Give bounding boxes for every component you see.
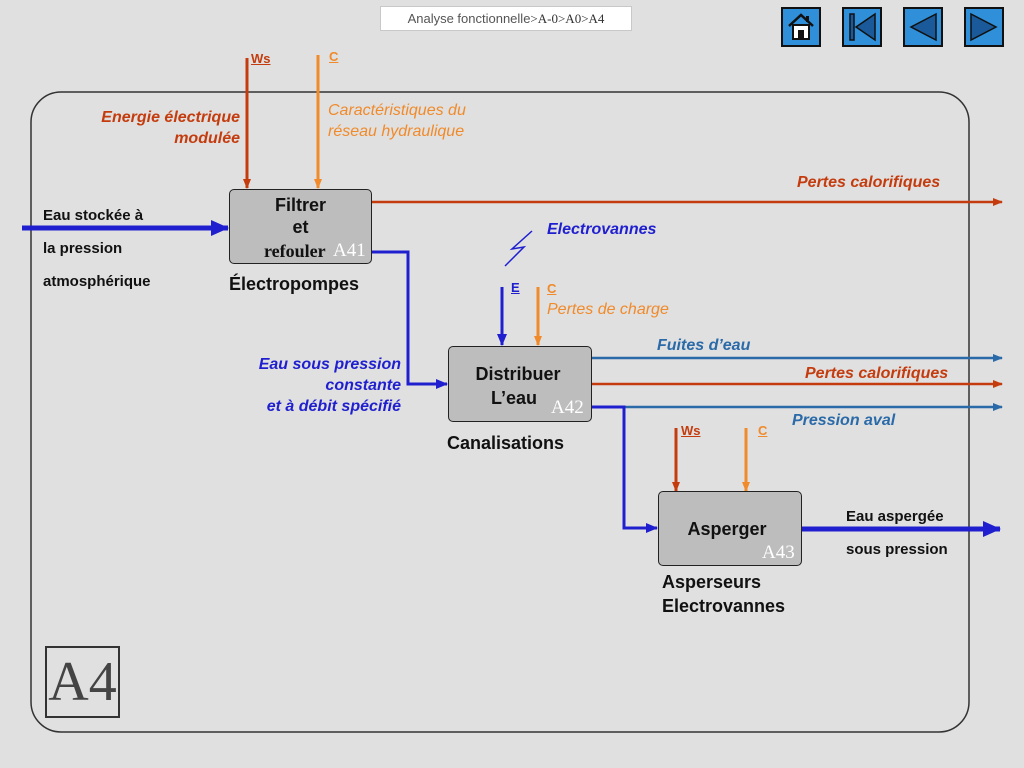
a42-label-line-2: L’eau (490, 388, 538, 408)
previous-slide-button[interactable] (903, 7, 943, 47)
pressurized-water-line-1: Eau sous pression (258, 356, 401, 373)
leaks-label: Fuites d’eau (657, 337, 751, 354)
stored-water-line-1: Eau stockée à (43, 207, 144, 224)
energy-line-1: Energie électrique (101, 109, 240, 126)
ws-tag-a43: Ws (681, 423, 701, 438)
activity-box-a43[interactable] (658, 491, 802, 566)
a42-to-a43-arrow (592, 405, 658, 533)
lightning-icon (504, 230, 533, 267)
pertes-charge-label: Pertes de charge (547, 301, 669, 318)
pressurized-water-line-2: constante (325, 377, 401, 394)
next-triangle-icon (970, 12, 998, 42)
skip-first-icon (849, 12, 876, 42)
heat-loss-label-2: Pertes calorifiques (805, 365, 949, 382)
a42-code: A42 (551, 397, 584, 418)
a41-code: A41 (333, 240, 366, 261)
activity-box-a42[interactable] (448, 346, 592, 422)
a41-label: Filtrer et (229, 194, 372, 238)
sprayed-water-label: Eau aspergée sous pression (846, 500, 948, 566)
breadcrumb: Analyse fonctionnelle>A-0>A0>A4 (380, 6, 632, 31)
c-tag-a41: C (329, 49, 339, 64)
pressurized-water-arrow (372, 250, 448, 389)
network-label: Caractéristiques du réseau hydraulique (328, 100, 466, 142)
a42-label: Distribuer L’eau (448, 362, 588, 410)
stored-water-label: Eau stockée à la pression atmosphérique (43, 199, 151, 298)
diagram-frame (30, 91, 970, 733)
ws-tag-a41: Ws (251, 51, 271, 66)
next-slide-button[interactable] (964, 7, 1004, 47)
home-icon (788, 13, 814, 40)
pressure-down-label: Pression aval (792, 412, 896, 429)
electrovannes-label: Electrovannes (547, 221, 657, 238)
energy-label: Energie électrique modulée (60, 107, 240, 149)
a43-mechanism-line-2: Electrovannes (662, 596, 786, 616)
a43-label: Asperger (658, 518, 796, 540)
a41-mechanism: Électropompes (229, 274, 360, 294)
a41-label-line-3: refouler (264, 241, 326, 261)
network-line-1: Caractéristiques du (328, 102, 466, 119)
pressurized-water-line-3: et à débit spécifié (266, 398, 401, 415)
energy-line-2: modulée (174, 130, 240, 147)
pressurized-water-label: Eau sous pression constante et à débit s… (230, 354, 401, 417)
stored-water-line-3: atmosphérique (43, 273, 151, 290)
breadcrumb-prefix: Analyse fonctionnelle (407, 11, 531, 26)
stored-water-line-2: la pression (43, 240, 123, 257)
a43-mechanism: Asperseurs Electrovannes (662, 570, 785, 618)
c-tag-a43: C (758, 423, 768, 438)
prev-triangle-icon (909, 12, 937, 42)
a42-mechanism: Canalisations (447, 433, 565, 453)
a41-label-line-2: et (292, 217, 309, 237)
a43-code: A43 (762, 542, 795, 563)
e-tag-a42: E (511, 280, 520, 295)
home-button[interactable] (781, 7, 821, 47)
first-slide-button[interactable] (842, 7, 882, 47)
c-tag-a42: C (547, 281, 557, 296)
diagram-id-badge: A4 (45, 646, 120, 718)
breadcrumb-path: >A-0>A0>A4 (530, 11, 605, 26)
heat-loss-label-1: Pertes calorifiques (797, 174, 941, 191)
a41-label-line-1: Filtrer (274, 195, 326, 215)
sprayed-water-line-2: sous pression (846, 541, 948, 558)
a42-label-line-1: Distribuer (475, 364, 561, 384)
activity-box-a41[interactable] (229, 189, 372, 264)
a43-mechanism-line-1: Asperseurs (662, 572, 762, 592)
a43-label-line-1: Asperger (687, 519, 767, 539)
network-line-2: réseau hydraulique (328, 123, 465, 140)
sprayed-water-line-1: Eau aspergée (846, 508, 944, 525)
